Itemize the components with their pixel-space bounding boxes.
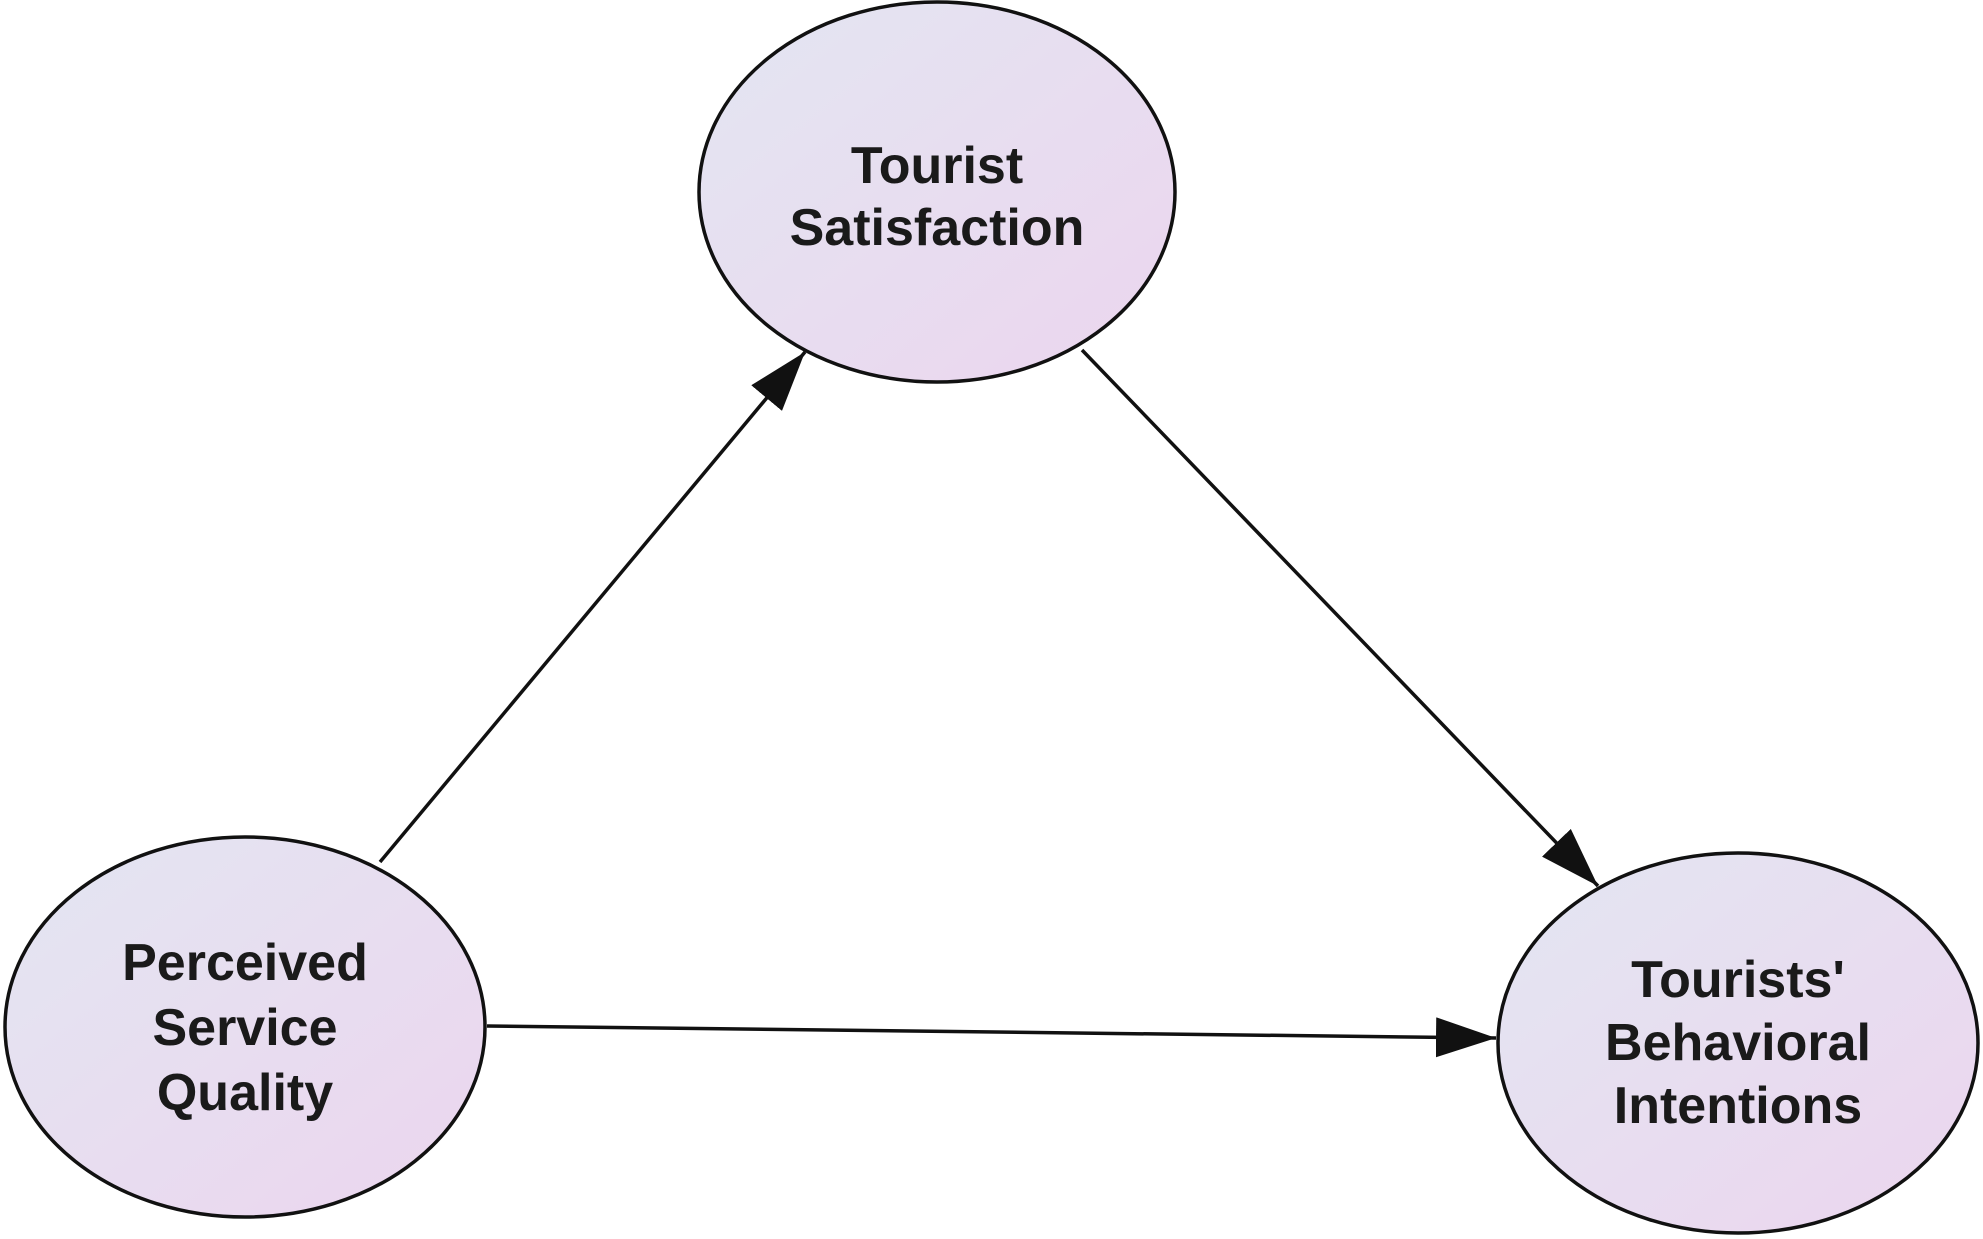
edges <box>378 348 1600 1058</box>
node-tourist-satisfaction: Tourist Satisfaction <box>697 0 1177 384</box>
node-perceived-service-quality: Perceived Service Quality <box>3 835 487 1219</box>
node-label-line: Quality <box>157 1064 333 1122</box>
node-label-line: Behavioral <box>1605 1014 1871 1072</box>
node-label-line: Service <box>152 999 337 1057</box>
node-ellipse <box>697 0 1177 384</box>
node-label-line: Perceived <box>122 934 368 992</box>
node-label-line: Intentions <box>1614 1077 1862 1135</box>
edge-quality-to-intentions <box>486 1017 1497 1058</box>
node-label-line: Tourist <box>851 137 1023 195</box>
edge-quality-to-satisfaction <box>378 350 807 864</box>
node-ellipse <box>1496 851 1980 1235</box>
node-tourists-behavioral-intentions: Tourists' Behavioral Intentions <box>1496 851 1980 1235</box>
node-ellipse <box>3 835 487 1219</box>
node-label-line: Satisfaction <box>790 199 1085 257</box>
node-label-line: Tourists' <box>1631 951 1845 1009</box>
edge-satisfaction-to-intentions <box>1080 348 1600 888</box>
